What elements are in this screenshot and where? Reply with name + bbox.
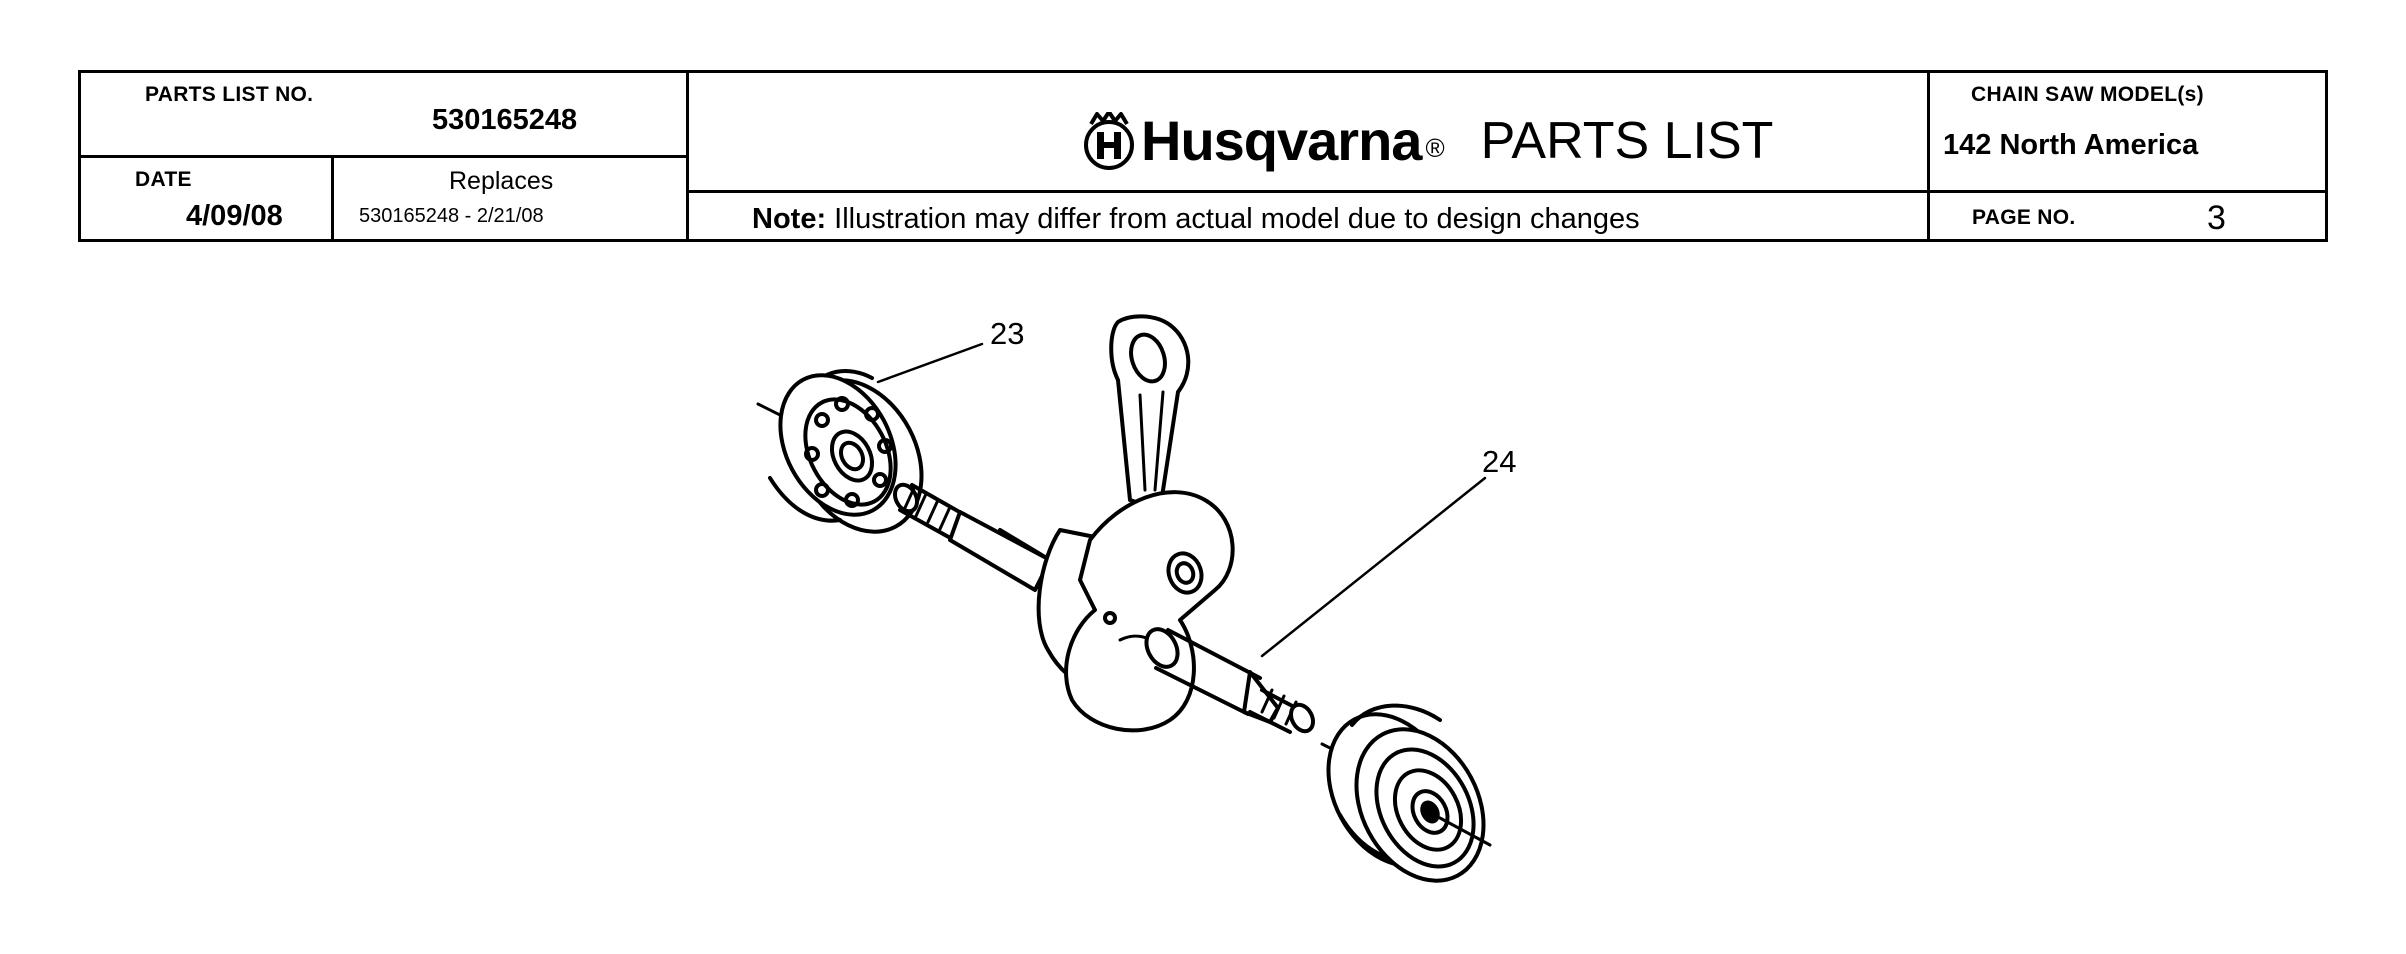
crankshaft-right-journal <box>1144 627 1316 734</box>
bearing-left-23 <box>756 369 924 534</box>
crank-web-and-rod <box>1036 314 1235 733</box>
callout-23: 23 <box>990 316 1025 351</box>
note-line: Note: Illustration may differ from actua… <box>752 205 1640 234</box>
right-row-divider <box>1927 190 2328 193</box>
parts-list-no-value: 530165248 <box>432 104 578 136</box>
replaces-label: Replaces <box>449 167 554 195</box>
date-label: DATE <box>135 168 192 191</box>
center-row-divider <box>686 190 1929 193</box>
registered-mark: ® <box>1425 133 1445 163</box>
callout-24: 24 <box>1482 444 1517 479</box>
parts-list-header: PARTS LIST NO. 530165248 DATE 4/09/08 Re… <box>78 70 2328 242</box>
header-divider-right <box>1927 70 1930 242</box>
document-title: PARTS LIST <box>1480 112 1774 170</box>
parts-list-no-label: PARTS LIST NO. <box>145 83 314 106</box>
page-no-value: 3 <box>2207 199 2226 237</box>
model-label: CHAIN SAW MODEL(s) <box>1971 83 2204 106</box>
brand-name: Husqvarna <box>1141 109 1422 172</box>
husqvarna-crown-logo-icon <box>1084 112 1134 170</box>
note-label: Note: <box>752 203 827 235</box>
model-value: 142 North America <box>1943 129 2199 161</box>
date-replaces-divider <box>331 155 334 242</box>
note-text: Illustration may differ from actual mode… <box>826 203 1640 235</box>
brand-title-row: Husqvarna ® PARTS LIST <box>1083 112 1773 170</box>
date-value: 4/09/08 <box>186 200 283 232</box>
left-row-divider <box>78 155 688 158</box>
page-no-label: PAGE NO. <box>1972 206 2076 229</box>
replaces-value: 530165248 - 2/21/08 <box>359 205 544 227</box>
bearing-right-24 <box>1320 703 1492 883</box>
